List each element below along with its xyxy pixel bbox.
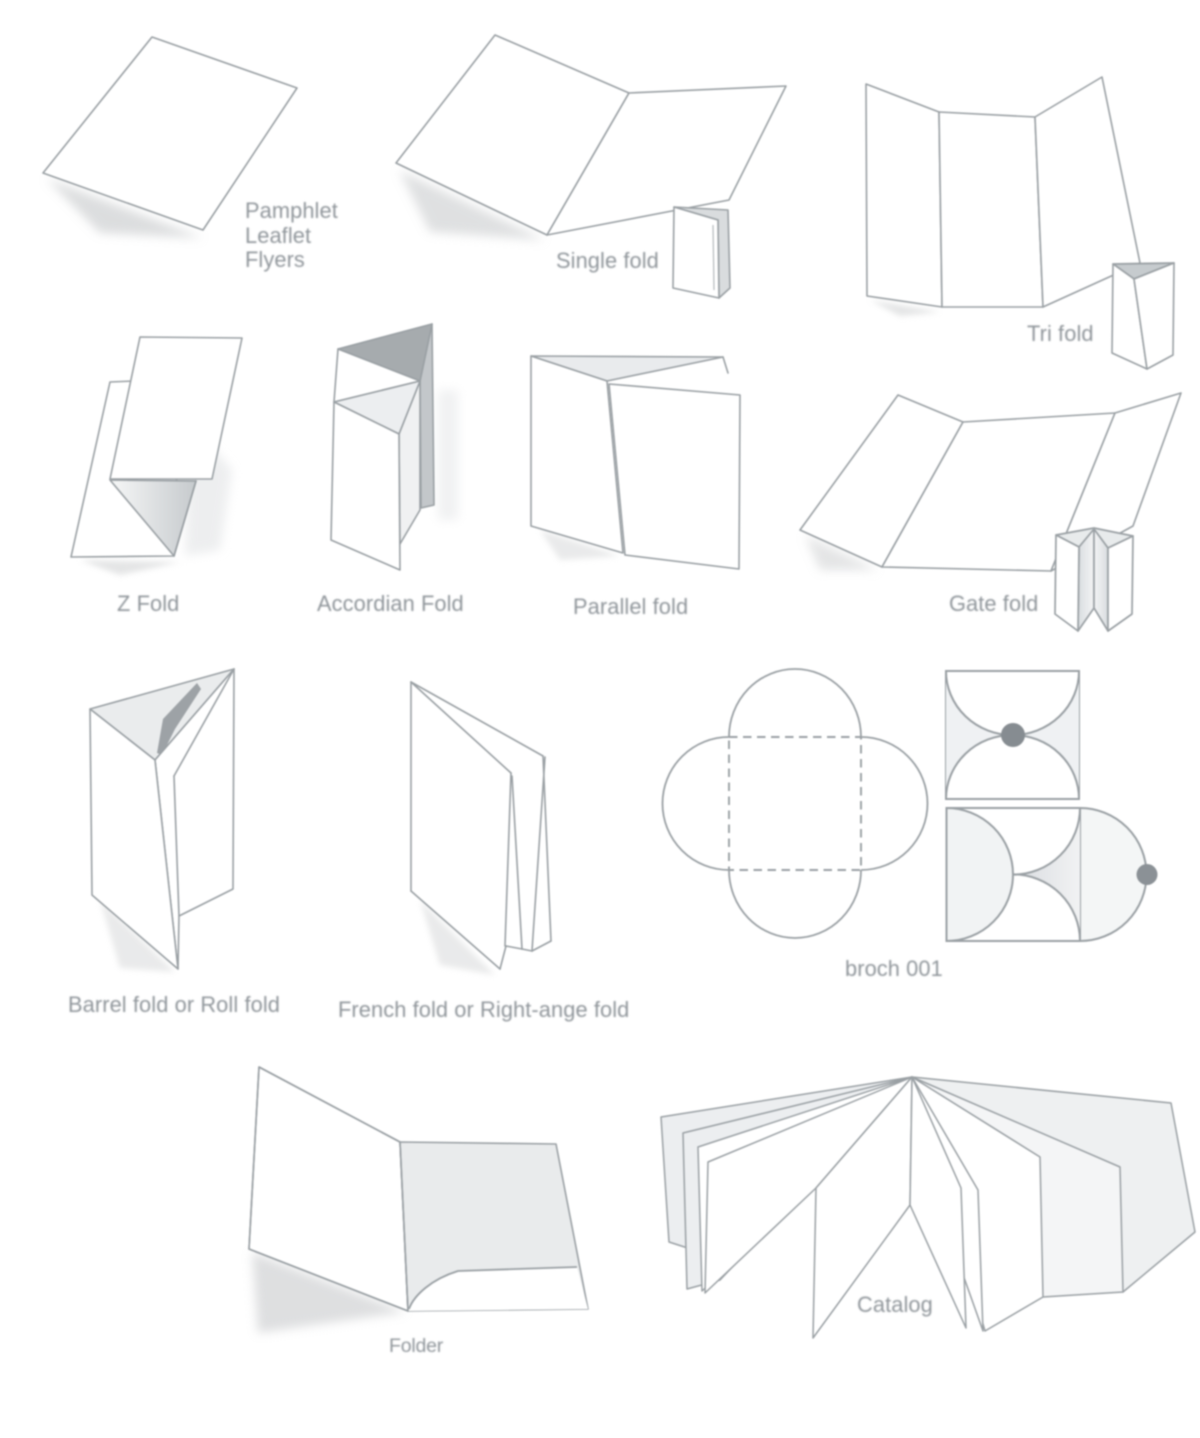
- svg-text:French fold or Right-ange fold: French fold or Right-ange fold: [338, 997, 629, 1022]
- svg-text:Single fold: Single fold: [556, 248, 659, 273]
- svg-text:broch 001: broch 001: [845, 956, 943, 981]
- svg-text:Parallel fold: Parallel fold: [573, 594, 688, 619]
- svg-text:Accordian Fold: Accordian Fold: [317, 591, 464, 616]
- svg-text:Folder: Folder: [389, 1335, 444, 1357]
- svg-text:Leaflet: Leaflet: [245, 223, 311, 248]
- svg-text:Pamphlet: Pamphlet: [245, 198, 338, 223]
- svg-text:Catalog: Catalog: [857, 1292, 933, 1317]
- svg-text:Gate fold: Gate fold: [949, 591, 1038, 616]
- svg-text:Barrel fold or Roll fold: Barrel fold or Roll fold: [68, 992, 280, 1017]
- svg-text:Flyers: Flyers: [245, 247, 305, 272]
- svg-text:Tri fold: Tri fold: [1027, 321, 1094, 346]
- svg-text:Z Fold: Z Fold: [117, 591, 179, 616]
